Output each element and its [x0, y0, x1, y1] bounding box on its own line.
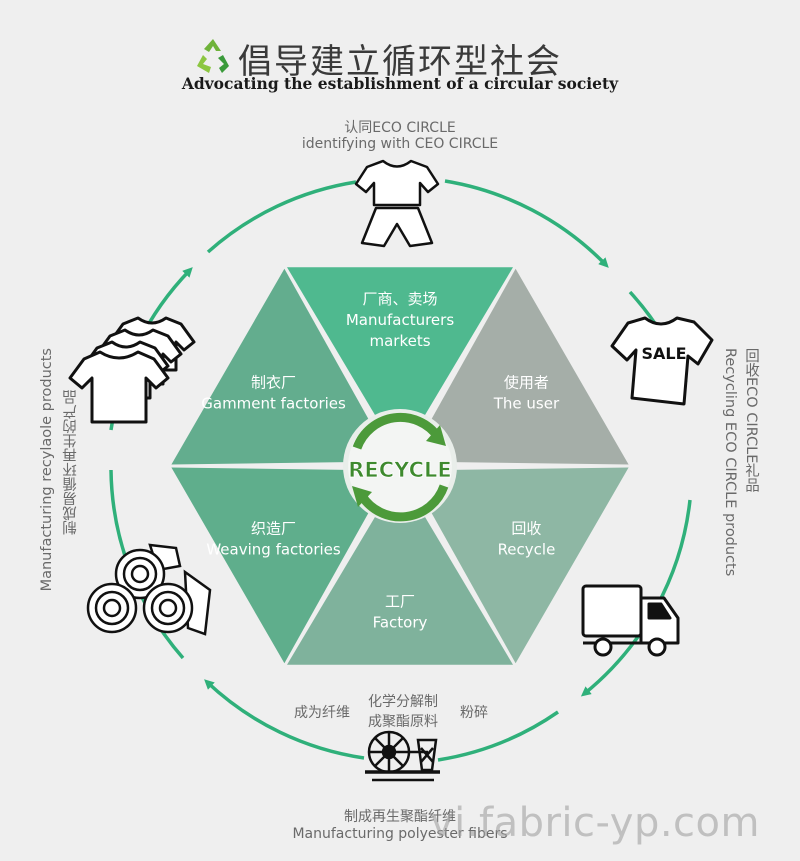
truck-icon: [581, 584, 680, 657]
tshirt-stack-icon: [68, 316, 196, 424]
segment-manufacturers-label-en2: markets: [369, 332, 430, 350]
fiber-label: 成为纤维: [294, 705, 350, 721]
segment-recycle-label-en1: Recycle: [498, 541, 556, 559]
recycle-logo-icon: [197, 39, 229, 73]
segment-user-label-en1: The user: [493, 395, 560, 413]
top-label-line1: 认同ECO CIRCLE: [344, 120, 456, 136]
recycle-arrow-top: [352, 412, 442, 450]
segment-factory-label-cn: 工厂: [385, 593, 415, 611]
ring-arc-top-left: [206, 180, 357, 254]
ring-arc-bottom-right: [437, 710, 559, 762]
left-label-en: Manufacturing recylaole products: [39, 348, 55, 592]
segment-weaving-label-cn: 织造厂: [251, 520, 296, 538]
segment-garment-label-cn: 制衣厂: [251, 374, 296, 392]
segment-garment: [171, 268, 393, 465]
left-label-cn: 制成易循环再生的产品: [63, 390, 79, 535]
page-subtitle: Advocating the establishment of a circul…: [181, 74, 619, 93]
right-label-en: Recycling ECO CIRCLE products: [722, 348, 738, 577]
chem-label-line2: 成聚酯原料: [368, 714, 438, 730]
mfg-label-cn: 制成再生聚酯纤维: [344, 809, 456, 825]
spool-machine-icon: [365, 730, 440, 782]
right-label-cn: 回收ECO CIRCLE礼品: [743, 348, 759, 493]
sale-text: SALE: [641, 344, 686, 363]
segment-user-label-cn: 使用者: [504, 374, 549, 392]
ring-arc-top-right: [444, 179, 609, 268]
segment-garment-label-en1: Gamment factories: [201, 395, 346, 413]
watermark: vi.fabric-yp.com: [430, 800, 760, 846]
crush-label: 粉碎: [460, 705, 488, 721]
segment-recycle: [407, 467, 629, 664]
sale-tshirt-icon: SALE: [610, 316, 714, 406]
segment-weaving-label-en1: Weaving factories: [206, 541, 341, 559]
segment-weaving: [171, 467, 393, 664]
recycle-center-text: RECYCLE: [348, 458, 452, 482]
segment-user: [407, 268, 629, 465]
page-title: 倡导建立循环型社会: [238, 42, 562, 82]
fabric-rolls-icon: [86, 543, 212, 636]
segment-factory: [287, 475, 513, 665]
top-label-line2: identifying with CEO CIRCLE: [301, 136, 499, 152]
segment-manufacturers-label-cn: 厂商、卖场: [362, 290, 437, 308]
segment-factory-label-en1: Factory: [373, 614, 428, 632]
ring-arc-bottom-left: [204, 679, 365, 760]
segment-recycle-label-cn: 回收: [511, 520, 541, 538]
recycle-arrow-bottom: [358, 484, 449, 522]
recycle-badge: RECYCLE: [343, 409, 457, 523]
chem-label-line1: 化学分解制: [368, 694, 438, 710]
segment-manufacturers-label-en1: Manufacturers: [346, 311, 454, 329]
tshirt-shorts-icon: [354, 159, 440, 248]
segment-manufacturers: [287, 267, 513, 457]
mfg-label-en: Manufacturing polyester fibers: [292, 826, 508, 842]
